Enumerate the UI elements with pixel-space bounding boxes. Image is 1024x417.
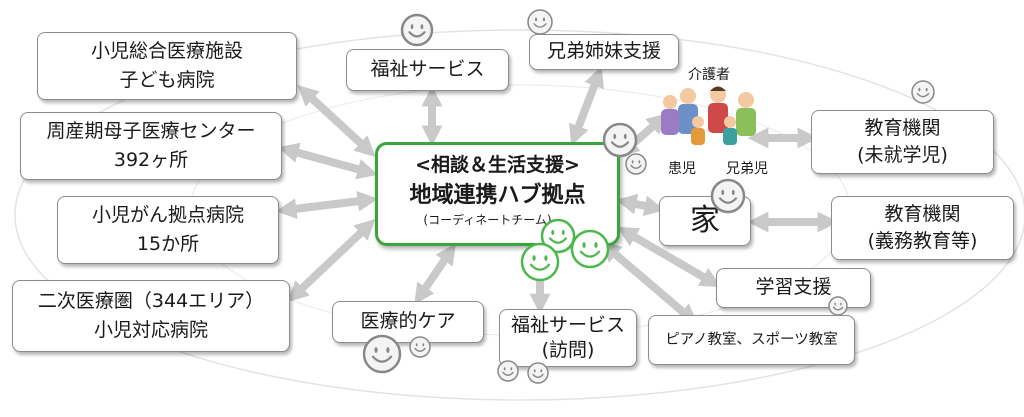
arrow-secondary [287, 218, 376, 303]
node-perinatal-line2: 392ヶ所 [113, 149, 189, 171]
node-compulsory-education: 教育機関 (義務教育等) [831, 196, 1014, 260]
family-label-sibling: 兄弟児 [726, 161, 768, 177]
node-home-label: 家 [690, 202, 720, 238]
family-label-patient: 患児 [668, 161, 696, 177]
node-welfare-visit-line2: (訪問) [541, 339, 595, 361]
node-welfare-visit-line1: 福祉サービス [510, 314, 625, 337]
node-welfare-label: 福祉サービス [370, 58, 485, 81]
node-preschool: 教育機関 (未就学児) [811, 110, 994, 174]
node-lessons: ピアノ教室、スポーツ教室 [648, 315, 855, 365]
arrow-perinatal [277, 142, 379, 180]
hub-title-consultation: <相談＆生活支援> [415, 154, 580, 176]
node-preschool-line1: 教育機関 [864, 117, 941, 140]
node-cancer-hospital: 小児がん拠点病院 15か所 [57, 196, 279, 264]
family-label-guardian: 介護者 [688, 67, 730, 83]
node-compulsory-line2: (義務教育等) [867, 230, 978, 252]
node-home: 家 [659, 196, 751, 246]
connector-arrows [275, 66, 839, 325]
arrow-medical-care [414, 243, 456, 305]
node-study-support: 学習支援 [716, 268, 871, 308]
hub-coordination-center: <相談＆生活支援> 地域連携ハブ拠点 (コーディネートチーム) [375, 142, 620, 246]
node-cancer-line2: 15か所 [136, 233, 200, 255]
node-medical-care-label: 医療的ケア [360, 310, 456, 333]
node-perinatal-line1: 周産期母子医療センター [46, 119, 256, 142]
node-sibling-support: 兄弟姉妹支援 [529, 34, 679, 70]
node-study-support-label: 学習支援 [755, 276, 832, 299]
hub-title-main: 地域連携ハブ拠点 [409, 182, 586, 208]
node-secondary-medical: 二次医療圏（344エリア） 小児対応病院 [12, 280, 290, 352]
node-secondary-line1: 二次医療圏（344エリア） [37, 289, 265, 312]
node-welfare-visit: 福祉サービス (訪問) [499, 309, 637, 367]
outer-orbit [14, 29, 1024, 401]
arrow-lessons [600, 241, 698, 325]
arrow-sibling-support [569, 66, 604, 146]
node-preschool-line2: (未就学児) [857, 144, 948, 166]
arrow-cancer [275, 190, 379, 220]
arrow-family [618, 113, 668, 157]
node-secondary-line2: 小児対応病院 [93, 319, 208, 341]
node-children-hospital: 小児総合医療施設 子ども病院 [37, 32, 297, 100]
node-cancer-line1: 小児がん拠点病院 [91, 203, 244, 226]
hub-subtitle-team: (コーディネートチーム) [423, 213, 552, 228]
node-children-hospital-line1: 小児総合医療施設 [90, 39, 243, 62]
family-illustration [661, 86, 756, 145]
node-perinatal-center: 周産期母子医療センター 392ヶ所 [20, 112, 282, 180]
arrow-home [615, 193, 666, 217]
node-lessons-label: ピアノ教室、スポーツ教室 [665, 331, 838, 348]
node-welfare-service: 福祉サービス [346, 49, 509, 91]
node-children-hospital-line2: 子ども病院 [119, 69, 215, 91]
arrow-children-hospital [297, 84, 376, 158]
node-medical-care: 医療的ケア [332, 301, 484, 343]
node-compulsory-line1: 教育機関 [884, 203, 961, 226]
node-sibling-support-label: 兄弟姉妹支援 [546, 40, 661, 63]
